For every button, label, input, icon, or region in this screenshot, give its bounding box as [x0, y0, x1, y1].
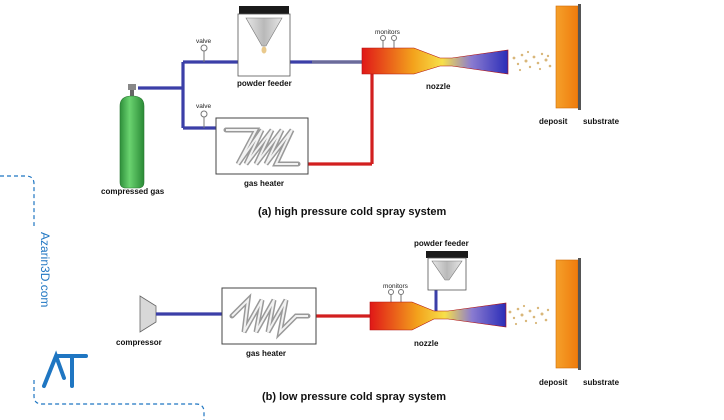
deposit-a — [555, 5, 579, 109]
nozzle-b-label: nozzle — [414, 339, 439, 348]
nozzle-a-label: nozzle — [426, 82, 451, 91]
deposit-a-label: deposit — [539, 117, 568, 126]
gas-heater-b — [221, 287, 317, 345]
watermark: Azarin3D.com — [0, 175, 205, 420]
monitors-a — [380, 35, 397, 48]
powder-feeder-b-label: powder feeder — [414, 239, 469, 248]
caption-a: (a) high pressure cold spray system — [258, 206, 447, 218]
substrate-a — [578, 4, 581, 110]
hot-gas-lines-a — [306, 73, 374, 166]
gas-cylinder-icon — [119, 84, 145, 189]
powder-feeder-a-label: powder feeder — [237, 79, 292, 88]
monitors-a-label: monitors — [375, 29, 401, 36]
watermark-text: Azarin3D.com — [38, 232, 52, 307]
system-b: compressor gas heater powder feeder — [116, 239, 620, 403]
valve-top-label: valve — [196, 38, 212, 45]
gas-heater-a — [215, 117, 309, 175]
nozzle-b — [369, 301, 507, 331]
deposit-b — [555, 259, 579, 369]
gas-heater-a-label: gas heater — [244, 179, 284, 188]
valve-top[interactable] — [200, 44, 208, 62]
compressed-gas-label: compressed gas — [101, 187, 165, 196]
powder-feeder-a — [237, 6, 291, 77]
monitors-b — [388, 289, 404, 302]
substrate-b — [578, 258, 581, 370]
system-a: valve valve compressed gas gas heater — [101, 4, 620, 218]
compressor-icon — [139, 295, 157, 333]
valve-bottom-label: valve — [196, 103, 212, 110]
spray-particles-b — [508, 304, 550, 326]
powder-feeder-b — [426, 251, 468, 291]
deposit-b-label: deposit — [539, 378, 568, 387]
gas-heater-b-label: gas heater — [246, 349, 286, 358]
monitors-b-label: monitors — [383, 283, 409, 290]
nozzle-a — [361, 47, 509, 75]
spray-particles-a — [512, 50, 552, 72]
substrate-a-label: substrate — [583, 117, 620, 126]
compressor-label: compressor — [116, 338, 162, 347]
azarin3d-logo-icon — [42, 350, 88, 388]
valve-bottom[interactable] — [200, 110, 208, 128]
substrate-b-label: substrate — [583, 378, 620, 387]
caption-b: (b) low pressure cold spray system — [262, 391, 446, 403]
